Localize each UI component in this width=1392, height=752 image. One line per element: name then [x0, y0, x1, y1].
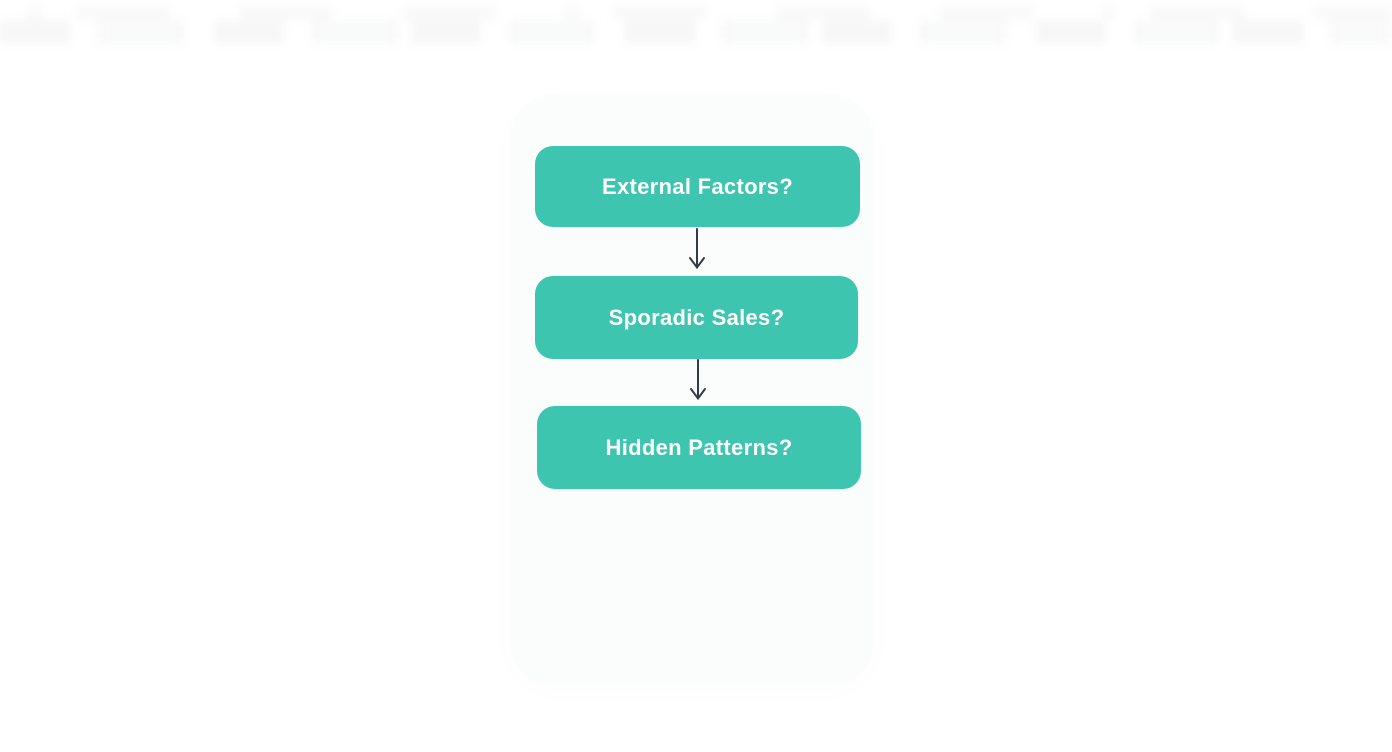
flow-node-external-factors: External Factors?: [535, 146, 860, 227]
node-label: Hidden Patterns?: [605, 434, 793, 460]
flow-node-sporadic-sales: Sporadic Sales?: [535, 276, 858, 359]
flow-node-hidden-patterns: Hidden Patterns?: [537, 406, 861, 489]
flowchart-panel: External Factors? Sporadic Sales? Hidden…: [510, 95, 874, 685]
node-label: External Factors?: [602, 173, 793, 199]
faded-text-artifact: [0, 0, 1392, 54]
node-label: Sporadic Sales?: [608, 304, 785, 330]
down-arrow-icon: [690, 359, 706, 401]
down-arrow-icon: [689, 228, 705, 270]
